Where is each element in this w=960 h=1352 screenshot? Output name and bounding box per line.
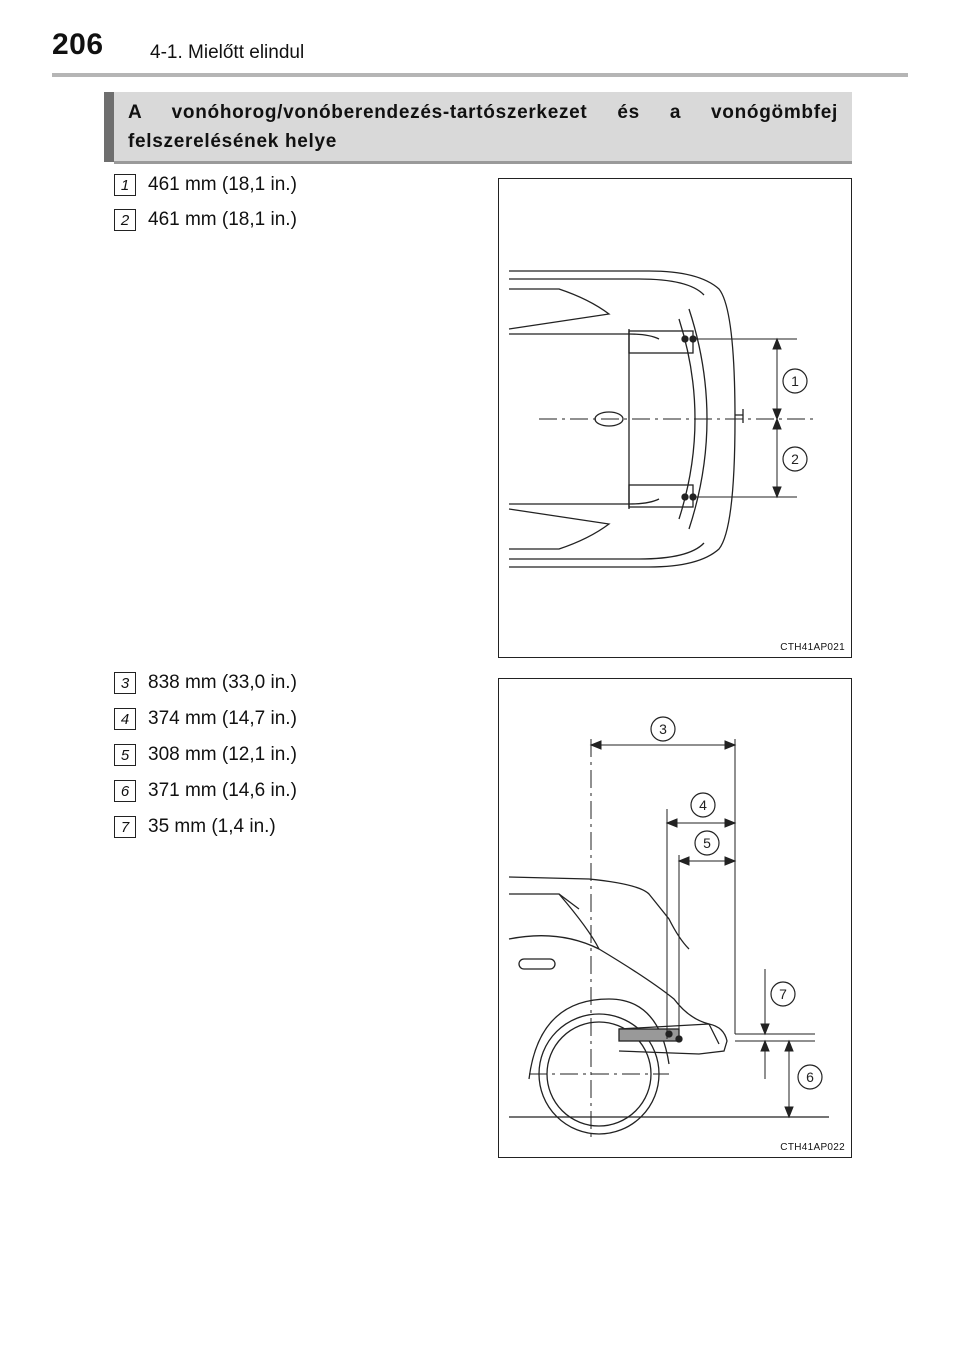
figure-top-view: 1 2 CTH41AP021 [498,178,852,658]
callout-number: 4 [114,708,136,730]
callout-number: 6 [114,780,136,802]
svg-text:3: 3 [659,721,667,737]
section-heading-box: A vonóhorog/vonóberendezés-tartószerkeze… [104,92,852,164]
car-side-view-illustration: 3 4 5 7 6 [508,716,829,1139]
svg-text:2: 2 [791,451,799,467]
measurement-item-3: 3 838 mm (33,0 in.) [114,668,297,698]
car-top-view-illustration: 1 2 [508,270,815,568]
page-number: 206 [52,28,104,61]
measurement-item-1: 1 461 mm (18,1 in.) [114,170,297,200]
section-divider [114,161,852,164]
measurement-text: 461 mm (18,1 in.) [148,209,297,230]
svg-text:6: 6 [806,1069,814,1085]
callout-7-icon: 7 [770,981,796,1007]
measurement-text: 374 mm (14,7 in.) [148,708,297,729]
svg-text:7: 7 [779,986,787,1002]
callout-6-icon: 6 [797,1064,823,1090]
header-divider [52,73,908,77]
measurement-text: 35 mm (1,4 in.) [148,816,276,837]
callout-2-icon: 2 [782,446,808,472]
callout-3-icon: 3 [650,716,676,742]
measurement-text: 461 mm (18,1 in.) [148,174,297,195]
measurement-item-6: 6 371 mm (14,6 in.) [114,776,297,806]
callout-number: 5 [114,744,136,766]
svg-text:4: 4 [699,797,707,813]
figure-code: CTH41AP022 [780,1142,845,1153]
callout-number: 7 [114,816,136,838]
svg-text:1: 1 [791,373,799,389]
measurement-text: 371 mm (14,6 in.) [148,780,297,801]
callout-number: 2 [114,209,136,231]
measurement-text: 838 mm (33,0 in.) [148,672,297,693]
section-title: A vonóhorog/vonóberendezés-tartószerkeze… [128,102,838,152]
figure-side-view: 3 4 5 7 6 CTH41AP022 [498,678,852,1158]
measurement-text: 308 mm (12,1 in.) [148,744,297,765]
svg-text:5: 5 [703,835,711,851]
figure-code: CTH41AP021 [780,642,845,653]
callout-4-icon: 4 [690,792,716,818]
callout-5-icon: 5 [694,830,720,856]
callout-number: 3 [114,672,136,694]
measurement-item-2: 2 461 mm (18,1 in.) [114,205,297,235]
measurement-item-4: 4 374 mm (14,7 in.) [114,704,297,734]
callout-1-icon: 1 [782,368,808,394]
chapter-title: 4-1. Mielőtt elindul [150,42,305,63]
callout-number: 1 [114,174,136,196]
measurement-item-7: 7 35 mm (1,4 in.) [114,812,276,842]
measurement-item-5: 5 308 mm (12,1 in.) [114,740,297,770]
